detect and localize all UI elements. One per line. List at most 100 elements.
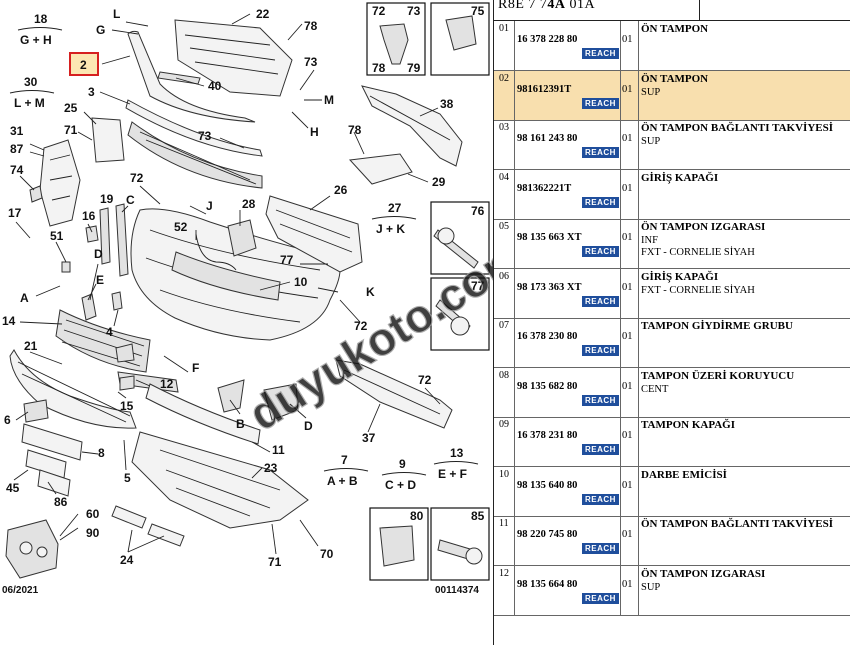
- label-71-lower: 71: [268, 555, 282, 569]
- undertray-23: [131, 431, 309, 529]
- part-quantity: 01: [622, 182, 633, 194]
- reach-badge: REACH: [582, 543, 619, 554]
- svg-text:13: 13: [450, 446, 464, 460]
- label-73-inset: 73: [407, 4, 421, 18]
- row-number: 10: [499, 468, 509, 480]
- label-26: 26: [334, 183, 348, 197]
- bracket-28: [227, 219, 257, 257]
- label-72-mid: 72: [130, 171, 144, 185]
- part-detail: SUP: [641, 136, 661, 147]
- svg-text:18: 18: [34, 12, 48, 26]
- bracket-29: [348, 153, 413, 185]
- qty-cell: 01: [620, 417, 639, 466]
- bracket-71-left: [91, 117, 125, 163]
- label-19: 19: [100, 192, 114, 206]
- row-number-cell: 10: [494, 466, 515, 516]
- row-number: 02: [499, 72, 509, 84]
- label-D-lower: D: [304, 419, 313, 433]
- part-reference: 16 378 230 80: [517, 331, 578, 342]
- reach-badge: REACH: [582, 493, 619, 505]
- lower-grille-14: [55, 309, 151, 373]
- plate-8: [21, 423, 83, 461]
- svg-text:A + B: A + B: [327, 474, 358, 488]
- label-31: 31: [10, 124, 24, 138]
- part-reference: 98 173 363 XT: [517, 281, 582, 293]
- label-40: 40: [208, 79, 222, 93]
- group-label-9: 9 C + D: [381, 457, 427, 492]
- label-52: 52: [174, 220, 188, 234]
- label-80-inset: 80: [410, 509, 424, 523]
- qty-cell: 01: [620, 565, 639, 615]
- row-number: 06: [499, 270, 509, 282]
- plate-86: [37, 469, 71, 497]
- part-name: ÖN TAMPON IZGARASI: [641, 221, 766, 233]
- label-73-top: 73: [304, 55, 318, 69]
- label-3: 3: [88, 85, 95, 99]
- label-5: 5: [124, 471, 131, 485]
- row-number-cell: 07: [494, 318, 515, 367]
- part-detail: CENT: [641, 383, 669, 395]
- part-name: TAMPON ÜZERİ KORUYUCU: [641, 369, 795, 382]
- reach-badge: REACH: [582, 295, 619, 307]
- row-number-cell: 02: [494, 70, 515, 120]
- reach-badge: REACH: [582, 48, 619, 59]
- label-4: 4: [106, 325, 113, 339]
- label-72-right: 72: [354, 319, 368, 333]
- lower-grille-21: [9, 349, 137, 429]
- label-22: 22: [256, 7, 270, 21]
- label-72-lower: 72: [418, 373, 432, 387]
- row-number: 12: [499, 567, 509, 579]
- strip-C: [115, 203, 129, 277]
- label-M: M: [324, 93, 334, 107]
- label-H: H: [310, 125, 319, 139]
- part-ref-cell: 98 220 745 80 REACH: [514, 516, 621, 565]
- part-reference: 98 220 745 80: [517, 529, 578, 540]
- inset-box-76-77: [430, 201, 490, 351]
- label-15: 15: [120, 399, 134, 413]
- row-number-cell: 03: [494, 120, 515, 169]
- label-2: 2: [80, 58, 87, 72]
- label-75-inset: 75: [471, 4, 485, 18]
- label-29: 29: [432, 175, 446, 189]
- qty-cell: 01: [620, 219, 639, 268]
- model-code: R8E 7 74A 01A: [498, 0, 596, 12]
- svg-text:E + F: E + F: [438, 467, 467, 481]
- part-quantity: 01: [622, 331, 633, 342]
- row-number-cell: 01: [494, 21, 515, 70]
- svg-text:7: 7: [341, 453, 348, 467]
- part-quantity: 01: [622, 232, 633, 243]
- part-reference: 981362221T: [517, 182, 572, 194]
- label-8: 8: [98, 446, 105, 460]
- part-detail-2: FXT - CORNELIE SİYAH: [641, 247, 755, 258]
- part-quantity: 01: [622, 281, 633, 293]
- label-85-inset: 85: [471, 509, 485, 523]
- part-detail: INF: [641, 235, 658, 246]
- row-number-cell: 09: [494, 417, 515, 466]
- part-name: ÖN TAMPON BAĞLANTI TAKVİYESİ: [641, 122, 834, 134]
- label-B: B: [236, 417, 245, 431]
- row-number-cell: 06: [494, 268, 515, 318]
- part-name: TAMPON KAPAĞI: [641, 419, 735, 431]
- label-78: 78: [304, 19, 318, 33]
- strip-11: [145, 383, 261, 445]
